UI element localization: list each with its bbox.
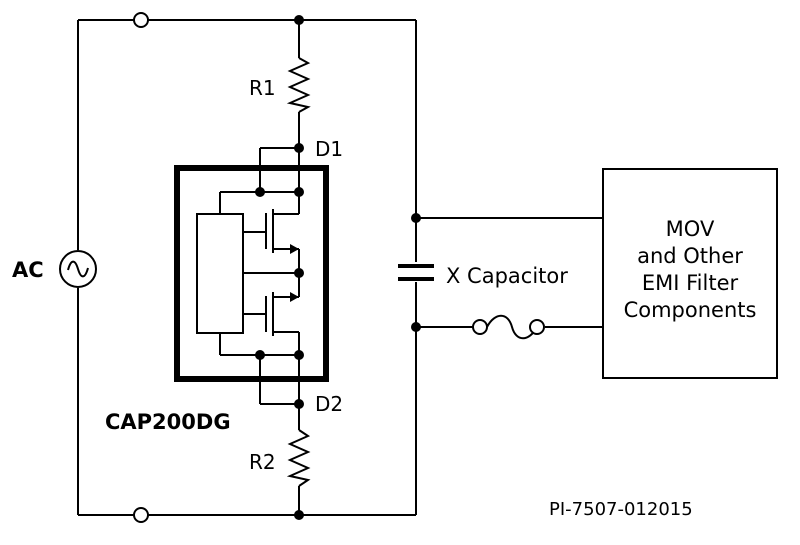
label-part-name: CAP200DG (105, 410, 231, 434)
fuse-symbol (486, 314, 538, 340)
emi-label-line-3: EMI Filter (642, 271, 739, 295)
emi-filter-block (602, 168, 778, 379)
emi-block-label: MOV and Other EMI Filter Components (624, 217, 757, 322)
figure-id: PI-7507-012015 (549, 499, 693, 520)
label-d1: D1 (315, 137, 343, 161)
cap200dg-ic (174, 165, 329, 382)
open-terminals (133, 12, 545, 523)
emi-label-line-2: and Other (637, 244, 743, 268)
emi-label-line-1: MOV (666, 217, 715, 241)
label-ac: AC (12, 258, 44, 282)
label-r2: R2 (249, 450, 276, 474)
emi-label-line-4: Components (624, 298, 757, 322)
resistor-r2 (286, 429, 311, 487)
label-d2: D2 (315, 392, 343, 416)
label-x-capacitor: X Capacitor (446, 264, 568, 288)
resistor-r1 (286, 57, 311, 113)
controller-block (196, 213, 244, 334)
label-r1: R1 (249, 76, 276, 100)
ac-source-icon (59, 250, 97, 288)
x-capacitor-symbol (398, 264, 434, 281)
junction-dots (255, 15, 421, 520)
